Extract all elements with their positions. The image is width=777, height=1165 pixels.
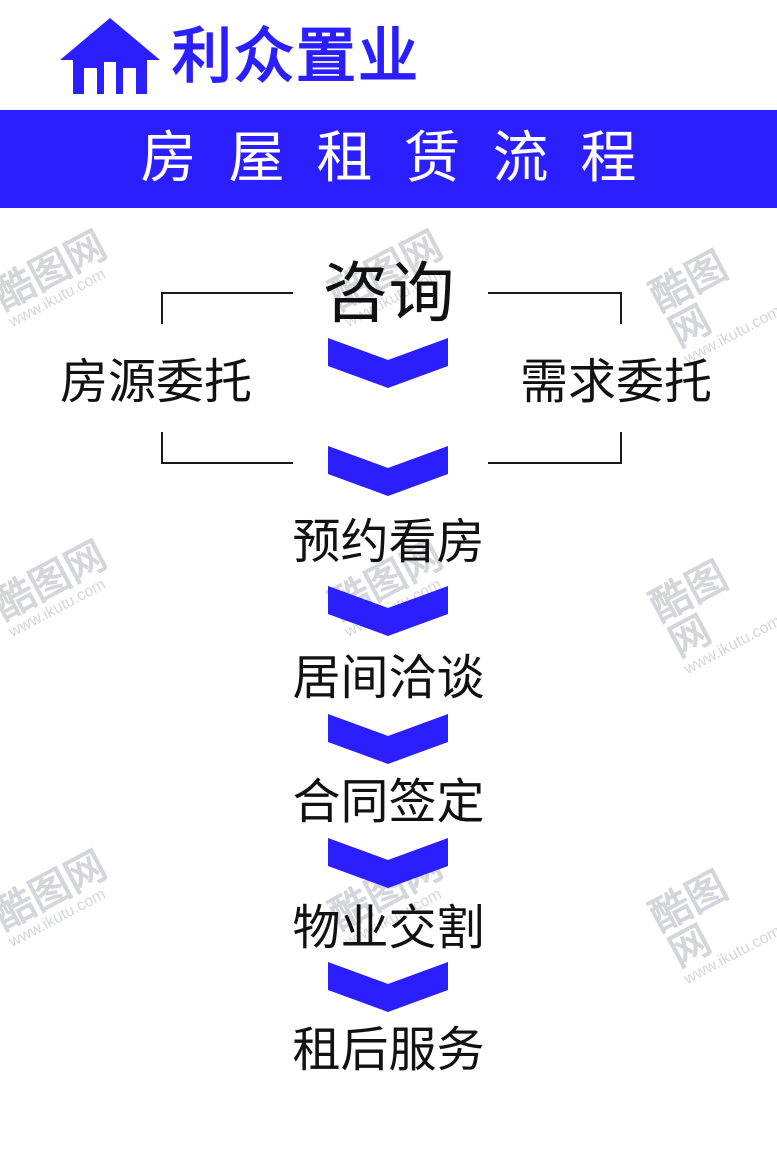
bracket-top-left [161, 292, 293, 324]
chevron-down-icon [328, 446, 448, 496]
branch-source-entrust: 房源委托 [60, 354, 253, 410]
step-handover: 物业交割 [292, 900, 485, 956]
step-negotiation: 居间洽谈 [292, 650, 485, 706]
bracket-top-right [488, 292, 622, 324]
chevron-down-icon [328, 714, 448, 764]
title-banner: 房屋租赁流程 [0, 110, 777, 208]
page-title: 房屋租赁流程 [140, 126, 669, 191]
chevron-down-icon [328, 962, 448, 1012]
bracket-bottom-right [488, 432, 622, 464]
step-contract: 合同签定 [292, 774, 485, 830]
brand-name: 利众置业 [172, 22, 420, 92]
step-consult: 咨询 [322, 255, 455, 332]
house-logo-icon [60, 18, 160, 94]
chevron-down-icon [328, 586, 448, 636]
chevron-down-icon [328, 838, 448, 888]
chevron-down-icon [328, 338, 448, 388]
branch-demand-entrust: 需求委托 [520, 354, 713, 410]
step-after-service: 租后服务 [292, 1022, 485, 1078]
step-viewing: 预约看房 [292, 514, 485, 570]
bracket-bottom-left [161, 432, 293, 464]
